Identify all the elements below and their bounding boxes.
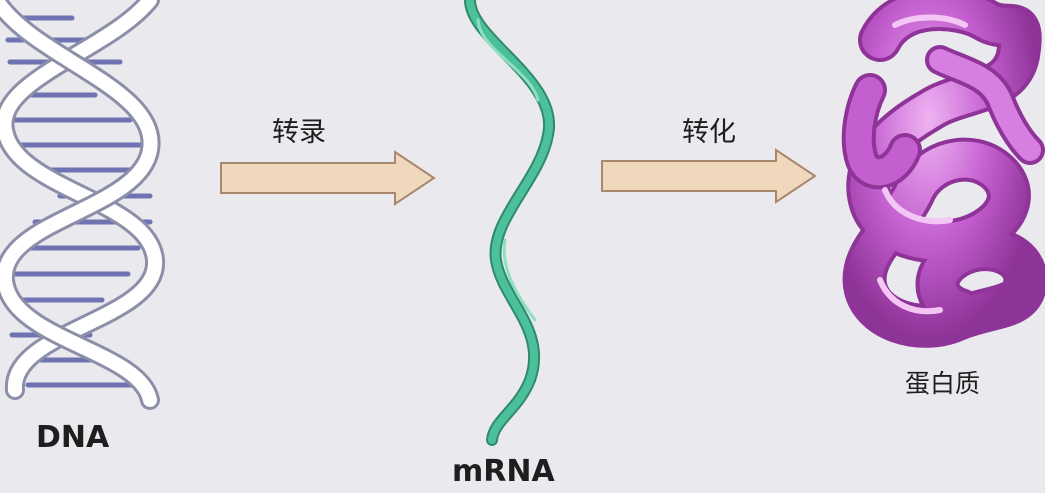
protein-structure [841, 0, 1045, 348]
translation-arrow [601, 148, 817, 204]
mrna-strand [464, 0, 556, 446]
transcription-label: 转录 [272, 117, 326, 148]
dna-helix [0, 0, 165, 410]
translation-label: 转化 [682, 117, 736, 148]
mrna-label: mRNA [452, 454, 555, 489]
dna-label: DNA [36, 420, 110, 455]
protein-label: 蛋白质 [905, 369, 981, 398]
transcription-arrow [220, 150, 436, 206]
